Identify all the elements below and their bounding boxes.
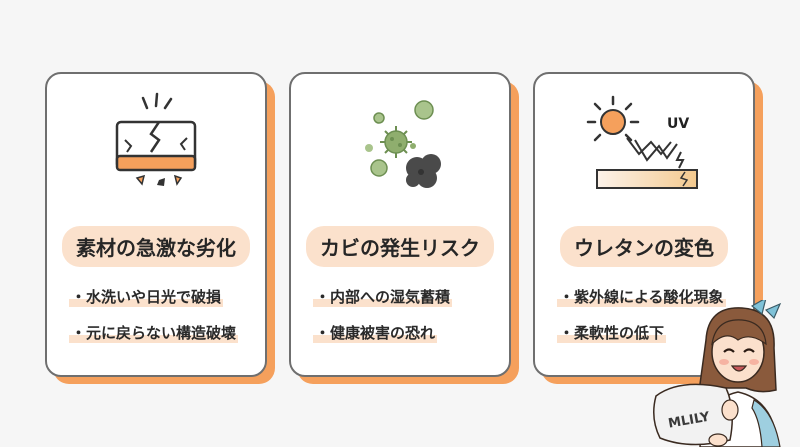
card-mold-risk: カビの発生リスク ・内部への湿気蓄積 ・健康被害の恐れ (289, 72, 519, 384)
svg-text:MLILY: MLILY (667, 410, 711, 432)
bullet-item: ・健康被害の恐れ (313, 324, 438, 343)
card-title: ウレタンの変色 (560, 226, 728, 267)
bullet-item: ・柔軟性の低下 (557, 324, 667, 343)
card-body: カビの発生リスク ・内部への湿気蓄積 ・健康被害の恐れ (289, 72, 511, 377)
svg-text:UV: UV (667, 116, 689, 132)
bullet-item: ・紫外線による酸化現象 (557, 288, 726, 307)
mold-spores-icon (365, 100, 441, 188)
card-material-degradation: 素材の急激な劣化 ・水洗いや日光で破損 ・元に戻らない構造破壊 (45, 72, 275, 384)
bullet-item: ・内部への湿気蓄積 (313, 288, 453, 307)
card-body: UV ウレタンの変色 ・紫外線による酸化現象 ・柔軟性の低下 (533, 72, 755, 377)
card-title: カビの発生リスク (306, 226, 494, 267)
mascot-girl-with-pillow: MLILY (653, 300, 782, 447)
sun-uv-icon: UV (586, 95, 698, 189)
broken-material-icon (115, 92, 197, 186)
card-body: 素材の急激な劣化 ・水洗いや日光で破損 ・元に戻らない構造破壊 (45, 72, 267, 377)
bullet-item: ・元に戻らない構造破壊 (69, 324, 239, 343)
bullet-item: ・水洗いや日光で破損 (69, 288, 224, 307)
card-title: 素材の急激な劣化 (62, 226, 250, 267)
card-urethane-discoloration: UV ウレタンの変色 ・紫外線による酸化現象 ・柔軟性の低下 (533, 72, 763, 384)
